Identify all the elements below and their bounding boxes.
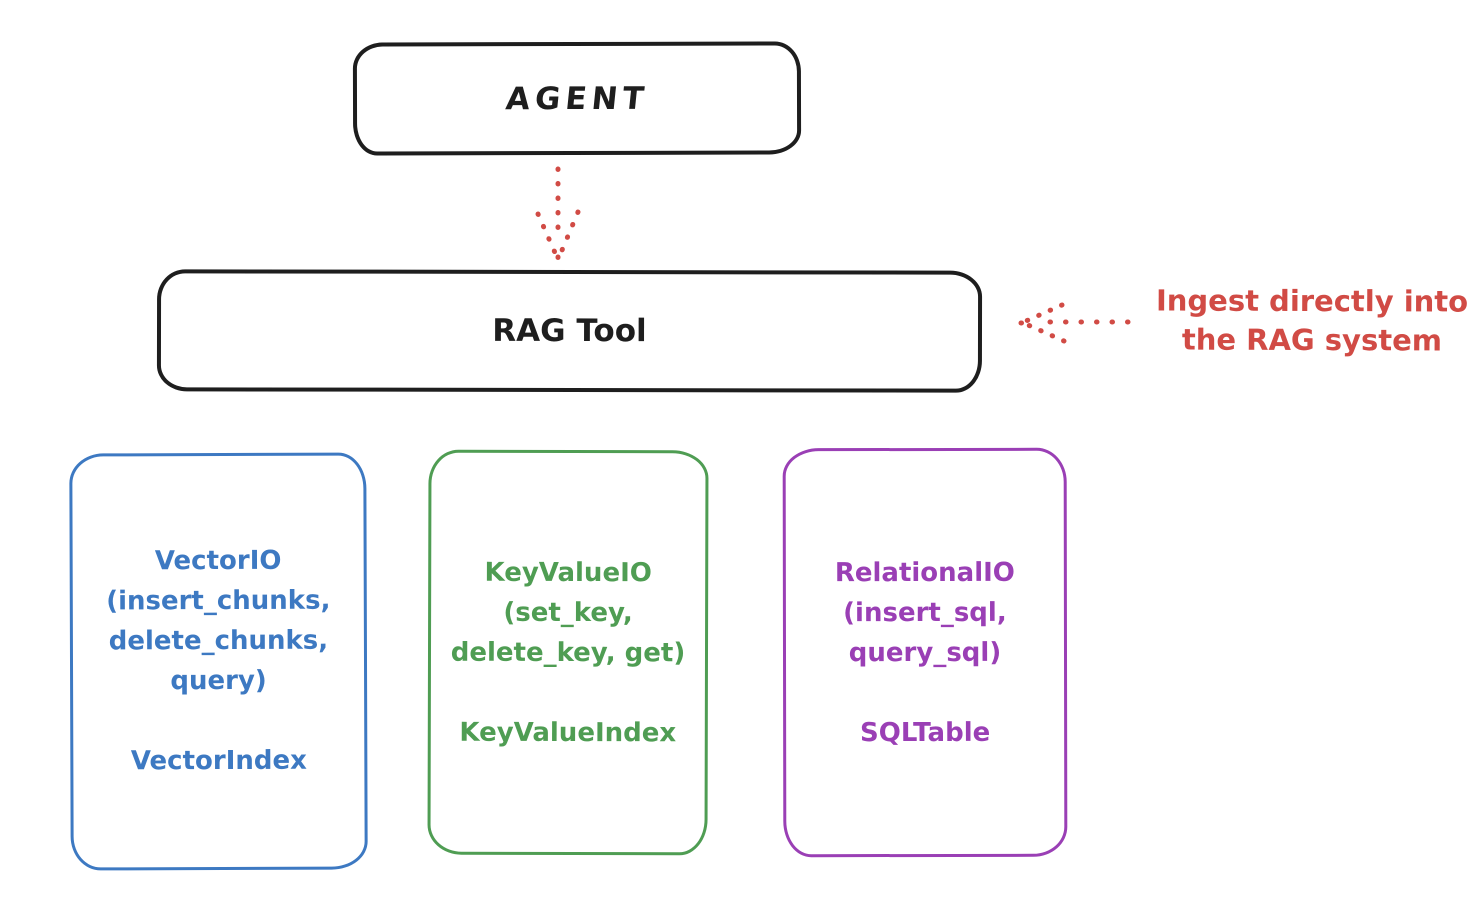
sql-table-label: SQLTable (860, 717, 991, 749)
relational-io-methods-line2: query_sql) (848, 637, 1002, 669)
keyvalue-io-label: KeyValueIO (set_key, delete_key, get) Ke… (431, 553, 706, 754)
vector-index-label: VectorIndex (130, 745, 307, 777)
vector-io-methods-line1: (insert_chunks, (106, 585, 331, 617)
keyvalue-io-methods-line2: delete_key, get) (450, 637, 686, 669)
vector-io-methods-line3: query) (170, 665, 267, 697)
ingest-annotation: Ingest directly into the RAG system (1140, 281, 1484, 360)
relational-io-title: RelationalIO (834, 557, 1015, 589)
keyvalue-index-label: KeyValueIndex (459, 717, 677, 749)
vector-io-title: VectorIO (154, 545, 282, 577)
rag-tool-node: RAG Tool (156, 269, 983, 393)
vector-io-methods-line2: delete_chunks, (108, 625, 329, 657)
ingest-annotation-line1: Ingest directly into (1155, 283, 1469, 319)
rag-tool-label: RAG Tool (492, 312, 647, 350)
keyvalue-io-title: KeyValueIO (484, 557, 652, 589)
relational-io-methods-line1: (insert_sql, (843, 597, 1007, 629)
keyvalue-io-node: KeyValueIO (set_key, delete_key, get) Ke… (427, 449, 709, 856)
arrow-annotation-to-rag-icon (1018, 302, 1131, 344)
keyvalue-io-methods-line1: (set_key, (503, 597, 633, 629)
agent-node: AGENT (352, 41, 802, 156)
relational-io-label: RelationalIO (insert_sql, query_sql) SQL… (786, 553, 1064, 753)
vector-io-label: VectorIO (insert_chunks, delete_chunks, … (73, 540, 365, 781)
arrow-agent-to-rag-icon (535, 166, 581, 261)
vector-io-node: VectorIO (insert_chunks, delete_chunks, … (69, 452, 368, 871)
ingest-annotation-line2: the RAG system (1181, 322, 1443, 358)
relational-io-node: RelationalIO (insert_sql, query_sql) SQL… (782, 447, 1068, 858)
agent-label: AGENT (503, 80, 651, 117)
